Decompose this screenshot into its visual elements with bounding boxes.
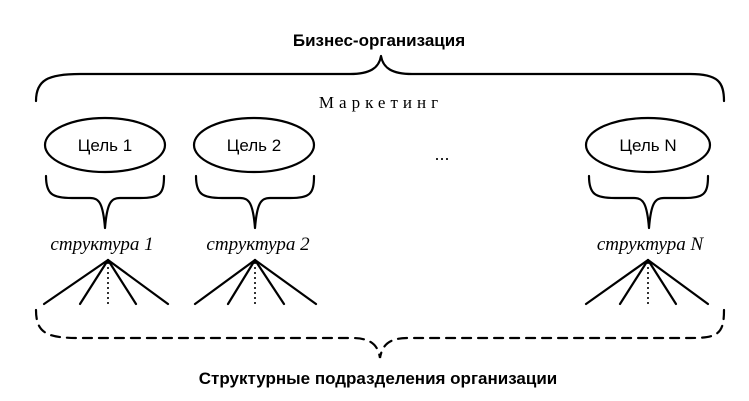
goal-n-brace bbox=[587, 174, 710, 230]
goal-1-ellipse bbox=[43, 116, 167, 174]
goal-n-label: Цель N bbox=[619, 136, 676, 155]
goals-ellipsis: ... bbox=[434, 144, 449, 164]
goal-2-label: Цель 2 bbox=[227, 136, 281, 155]
structure-1-label: структура 1 bbox=[50, 234, 153, 255]
subdivisions-label: Структурные подразделения организации bbox=[199, 369, 557, 388]
structure-2-subdivisions bbox=[193, 258, 318, 306]
diagram-title: Бизнес-организация bbox=[293, 31, 465, 50]
goal-2-brace bbox=[194, 174, 316, 230]
structure-2-label: структура 2 bbox=[206, 234, 310, 255]
goal-1-label: Цель 1 bbox=[78, 136, 132, 155]
goal-1-brace bbox=[44, 174, 166, 230]
goal-n-ellipse bbox=[584, 116, 712, 174]
subdivisions-brace bbox=[34, 308, 726, 359]
structure-n-subdivisions bbox=[584, 258, 710, 306]
marketing-label: Маркетинг bbox=[319, 93, 443, 112]
goal-2-ellipse bbox=[192, 116, 316, 174]
structure-1-subdivisions bbox=[42, 258, 170, 306]
structure-n-label: структура N bbox=[597, 234, 705, 255]
organization-brace bbox=[34, 54, 726, 103]
